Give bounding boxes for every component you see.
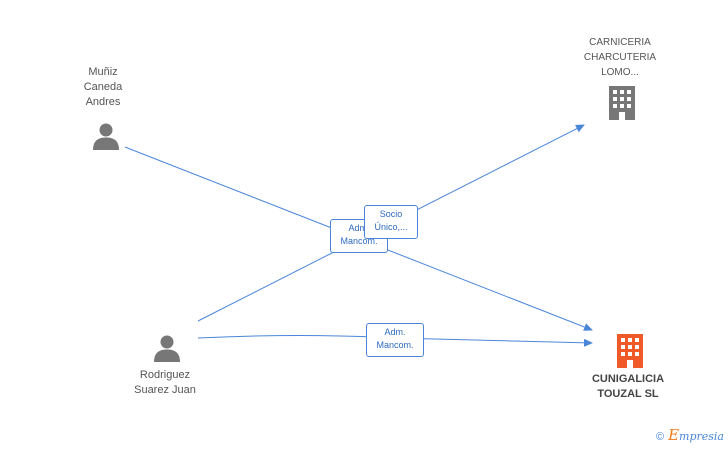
person-icon[interactable] bbox=[91, 121, 121, 151]
person-name-line: Rodriguez bbox=[139, 369, 191, 381]
company-name-line: CARNICERIA bbox=[589, 37, 651, 48]
empresia-logo[interactable]: ©Empresia bbox=[656, 426, 724, 444]
person-name-line: Muñiz bbox=[88, 66, 118, 78]
building-icon[interactable] bbox=[614, 333, 646, 369]
person-icon[interactable] bbox=[152, 333, 182, 363]
building-icon[interactable] bbox=[606, 85, 638, 121]
person-name-line: Caneda bbox=[83, 81, 123, 93]
company-name-line: CHARCUTERIA bbox=[583, 52, 657, 63]
company-name-line: CUNIGALICIA bbox=[591, 373, 665, 385]
company-name-line: LOMO... bbox=[601, 67, 639, 78]
company-node-cunigalicia[interactable]: CUNIGALICIA TOUZAL SL bbox=[578, 372, 678, 402]
company-node-carniceria[interactable]: CARNICERIA CHARCUTERIA LOMO... bbox=[570, 35, 670, 80]
person-name-line: Suarez Juan bbox=[134, 384, 196, 396]
brand-initial: E bbox=[668, 426, 680, 444]
company-name-line: TOUZAL SL bbox=[597, 388, 659, 400]
person-node-munoz[interactable]: Muñiz Caneda Andres bbox=[70, 65, 136, 110]
edge-label-adm-mancom[interactable]: Adm. Mancom. bbox=[366, 323, 424, 357]
edge-label-socio-unico[interactable]: Socio Único,... bbox=[364, 205, 418, 239]
brand-name: mpresia bbox=[679, 430, 724, 443]
person-name-line: Andres bbox=[85, 96, 121, 108]
person-node-rodriguez[interactable]: Rodriguez Suarez Juan bbox=[120, 368, 210, 398]
copyright-symbol: © bbox=[655, 431, 665, 443]
